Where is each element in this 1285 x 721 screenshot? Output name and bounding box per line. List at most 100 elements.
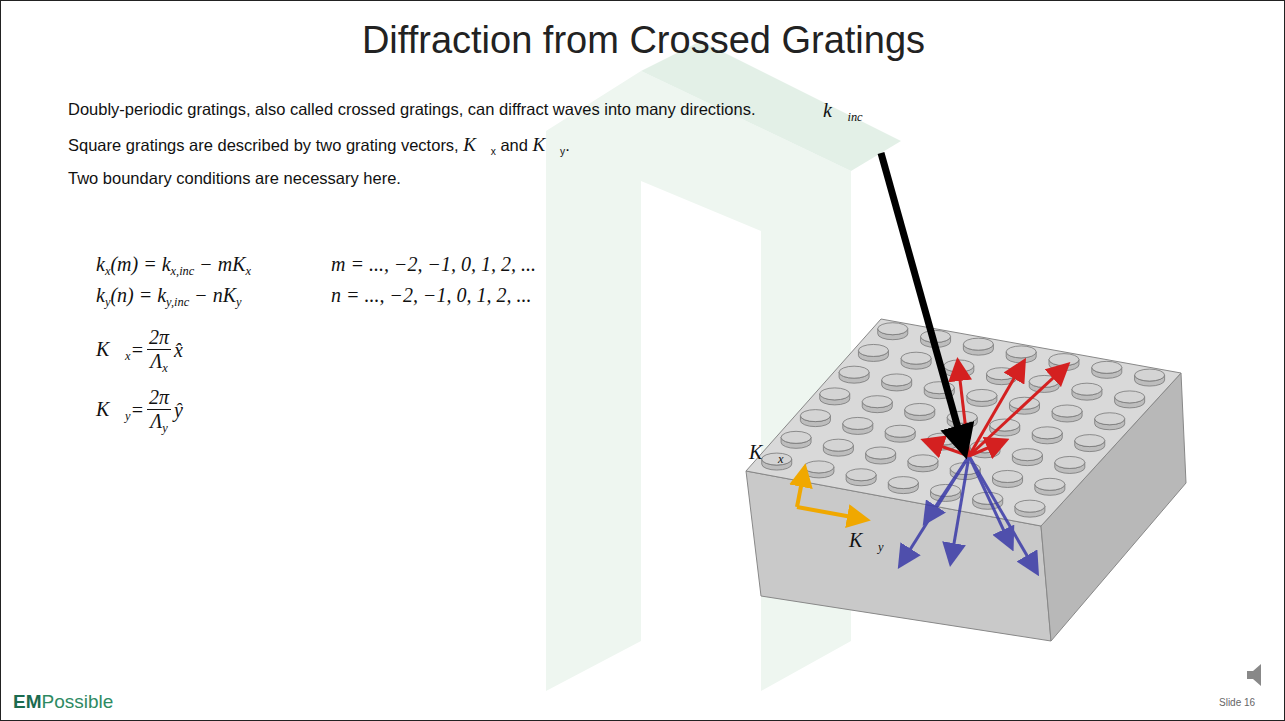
vector-symbol: K⃗ — [463, 134, 490, 155]
vector-equation: K⃗x = 2πΛxx̂ — [96, 326, 183, 376]
grating-post-top — [1052, 405, 1082, 417]
vector-symbol: K⃗ — [849, 529, 878, 551]
incident-ray — [881, 153, 963, 446]
equation: kx(m) = kx,inc − mKx — [96, 253, 251, 279]
equation-text: = — [130, 399, 144, 422]
logo: EMPossible — [13, 691, 113, 713]
grating-post-top — [823, 439, 853, 451]
grating-post-top — [882, 374, 912, 386]
grating-post-top — [1115, 391, 1145, 403]
unit-vector: ŷ — [174, 399, 183, 422]
subscript: y — [162, 421, 168, 435]
subscript: x — [246, 264, 252, 278]
grating-vector-arrow — [797, 507, 863, 519]
grating-post-top — [866, 447, 896, 459]
grating-post-top — [862, 396, 892, 408]
logo-text: Possible — [42, 691, 114, 712]
body-line: Doubly-periodic gratings, also called cr… — [68, 100, 756, 119]
denominator: Λ — [150, 410, 162, 432]
grating-post-top — [1049, 354, 1079, 366]
grating-post-top — [1012, 449, 1042, 461]
numerator: 2π — [149, 326, 169, 348]
subscript: x — [491, 146, 496, 157]
equation-text: − mK — [194, 253, 245, 275]
body-text: Two boundary conditions are necessary he… — [68, 169, 401, 187]
subscript: y — [125, 409, 131, 423]
vector-equation: K⃗y = 2πΛyŷ — [96, 386, 183, 436]
grating-post-top — [885, 425, 915, 437]
slide-number: Slide 16 — [1219, 697, 1255, 708]
transmitted-ray — [969, 456, 1036, 571]
equation-text: k — [96, 284, 105, 306]
unit-vector: x̂ — [174, 339, 183, 362]
transmitted-ray — [901, 456, 969, 564]
subscript: y — [236, 295, 242, 309]
reflected-ray — [969, 441, 1004, 456]
equation: n = ..., −2, −1, 0, 1, 2, ... — [331, 284, 532, 307]
grating-post-top — [1035, 478, 1065, 490]
grating-post-top — [1135, 369, 1165, 381]
grating-post-top — [846, 469, 876, 481]
equation: ky(n) = ky,inc − nKy — [96, 284, 242, 310]
grating-post-top — [1072, 383, 1102, 395]
grating-post-top — [963, 338, 993, 350]
body-text: Square gratings are described by two gra… — [68, 136, 463, 154]
vector-symbol: K⃗ — [749, 441, 778, 463]
equation-text: k — [96, 253, 105, 275]
body-line: Square gratings are described by two gra… — [68, 134, 570, 157]
subscript: y — [105, 295, 111, 309]
subscript: y — [878, 540, 884, 554]
vector-symbol: K⃗ — [533, 134, 560, 155]
subscript: x,inc — [171, 264, 195, 278]
reflected-ray — [969, 366, 1066, 456]
slide-number-text: Slide 16 — [1219, 697, 1255, 708]
figure-label: k⃗inc — [823, 99, 863, 125]
grating-post-top — [1055, 456, 1085, 468]
equation-text: (n) = k — [110, 284, 166, 306]
equation-text: = — [130, 339, 144, 362]
slide-title: Diffraction from Crossed Gratings — [1, 19, 1285, 62]
grating-post-top — [993, 470, 1023, 482]
reflected-ray — [969, 363, 1023, 456]
subscript: x — [162, 361, 168, 375]
equation-text: (m) = k — [110, 253, 170, 275]
grating-post-top — [781, 431, 811, 443]
body-line: Two boundary conditions are necessary he… — [68, 169, 401, 188]
subscript: y — [560, 146, 565, 157]
grating-post-top — [1075, 435, 1105, 447]
grating-post-top — [967, 389, 997, 401]
logo-text: EM — [13, 691, 42, 712]
grating-post-top — [878, 323, 908, 335]
equation-text: K⃗ — [96, 338, 125, 360]
grating-post-top — [820, 388, 850, 400]
numerator: 2π — [149, 386, 169, 408]
slab-side — [1041, 373, 1186, 641]
body-text: Doubly-periodic gratings, also called cr… — [68, 100, 756, 118]
title-text: Diffraction from Crossed Gratings — [362, 19, 925, 61]
grating-post-top — [804, 461, 834, 473]
equation-text: m = ..., −2, −1, 0, 1, 2, ... — [331, 253, 536, 275]
denominator: Λ — [150, 350, 162, 372]
figure-label: K⃗x — [749, 441, 783, 467]
subscript: x — [125, 349, 131, 363]
grating-post-top — [1015, 500, 1045, 512]
grating-post-top — [839, 366, 869, 378]
grating-post-top — [1092, 361, 1122, 373]
equation-text: − nK — [189, 284, 236, 306]
grating-post-top — [800, 410, 830, 422]
grating-post-top — [1006, 346, 1036, 358]
grating-post-top — [1095, 413, 1125, 425]
subscript: x — [105, 264, 111, 278]
grating-post-top — [905, 403, 935, 415]
subscript: inc — [847, 110, 862, 124]
grating-post-top — [858, 344, 888, 356]
equation-text: K⃗ — [96, 398, 125, 420]
grating-post-top — [901, 352, 931, 364]
grating-post-top — [843, 417, 873, 429]
fraction: 2πΛy — [147, 386, 171, 436]
grating-post-top — [1032, 427, 1062, 439]
fraction: 2πΛx — [147, 326, 171, 376]
grating-vector-arrow — [797, 471, 804, 507]
subscript: y,inc — [166, 295, 189, 309]
